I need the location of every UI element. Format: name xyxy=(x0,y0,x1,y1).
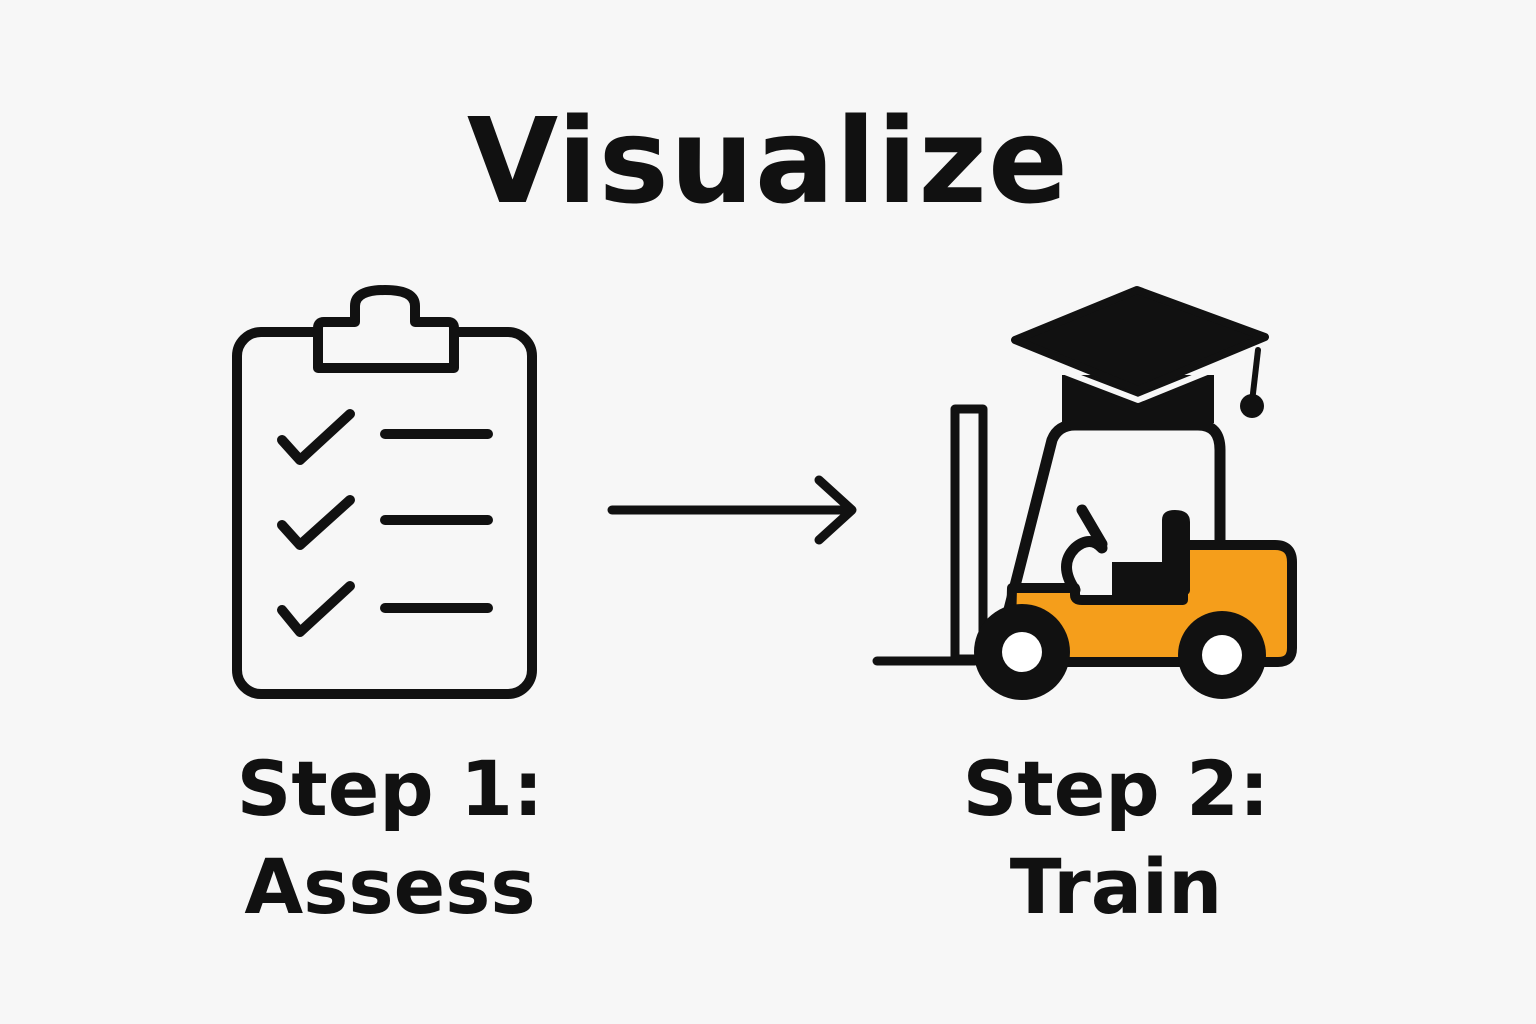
forklift-graduation-cap-icon xyxy=(872,286,1297,700)
step-2-title: Step 2: xyxy=(962,744,1270,833)
mast xyxy=(950,404,988,664)
step-1-name: Assess xyxy=(244,842,536,931)
seat xyxy=(1112,510,1190,595)
title: Visualize xyxy=(466,92,1070,230)
steering-wheel xyxy=(1061,536,1108,596)
step-1-title: Step 1: xyxy=(236,744,544,833)
step-1-label: Step 1: Assess xyxy=(190,740,590,936)
step-2-name: Train xyxy=(1009,842,1223,931)
check-icon xyxy=(277,409,355,465)
clipboard-checklist-icon xyxy=(232,285,537,699)
check-icon xyxy=(277,495,355,550)
tassel xyxy=(1240,394,1264,418)
cap-top xyxy=(1011,286,1269,394)
step-2-label: Step 2: Train xyxy=(916,740,1316,936)
check-icon xyxy=(277,581,355,637)
arrow-right-icon xyxy=(607,475,857,545)
